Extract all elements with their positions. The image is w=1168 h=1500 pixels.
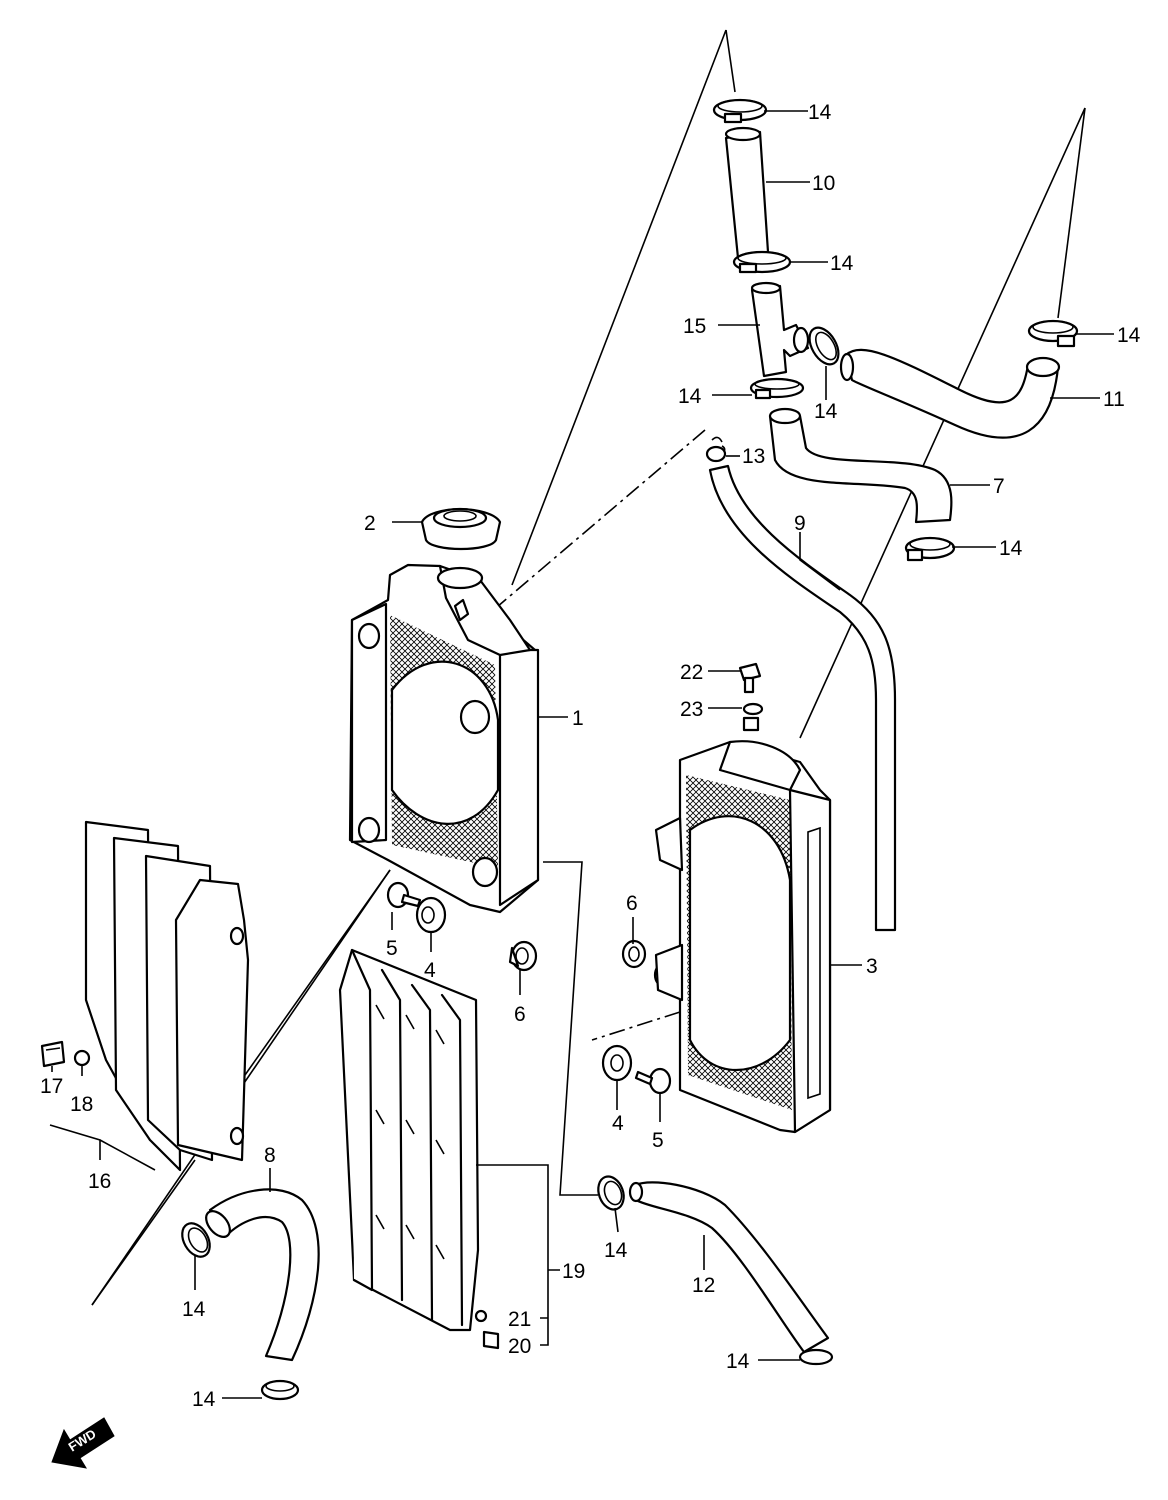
clamp-15-lower [749, 377, 805, 400]
label-14: 14 [182, 1298, 206, 1321]
label-23: 23 [680, 698, 703, 721]
washer-21 [474, 1309, 488, 1323]
label-14: 14 [808, 101, 832, 124]
label-21: 21 [508, 1308, 531, 1331]
part-labels: 14 10 14 15 14 14 14 11 13 7 9 14 2 1 22… [40, 101, 1141, 1411]
collar-6-right [621, 939, 647, 969]
label-14: 14 [1117, 324, 1141, 347]
label-14: 14 [678, 385, 702, 408]
label-8: 8 [264, 1144, 276, 1167]
clamp-12-lower [798, 1348, 834, 1366]
label-12: 12 [692, 1274, 715, 1297]
label-17: 17 [40, 1075, 63, 1098]
clamp-8-upper [181, 1222, 211, 1258]
label-15: 15 [683, 315, 706, 338]
hose-7 [768, 407, 953, 524]
nut-17 [40, 1040, 66, 1068]
forward-direction-arrow: FWD [51, 1417, 115, 1469]
washer-23 [742, 702, 764, 716]
label-18: 18 [70, 1093, 93, 1116]
radiator-cap-2 [420, 507, 502, 551]
hose-10 [724, 126, 770, 260]
t-joint-15 [750, 281, 810, 378]
clamp-8-lower [260, 1379, 300, 1401]
clamp-7 [904, 536, 956, 562]
label-6: 6 [626, 892, 638, 915]
label-19: 19 [562, 1260, 585, 1283]
collar-6-left [508, 940, 538, 972]
label-16: 16 [88, 1170, 111, 1193]
washer-18 [73, 1049, 91, 1067]
clamp-top [712, 98, 768, 124]
clamp-12-upper [597, 1175, 625, 1211]
radiator-left-1 [348, 563, 540, 914]
label-4: 4 [612, 1112, 624, 1135]
label-14: 14 [192, 1388, 216, 1411]
bolt-5-left [386, 881, 422, 909]
label-7: 7 [993, 475, 1005, 498]
bolt-22 [738, 662, 762, 694]
label-14: 14 [999, 537, 1023, 560]
hose-12 [628, 1181, 830, 1354]
hose-9 [708, 464, 897, 932]
label-6: 6 [514, 1003, 526, 1026]
radiator-right-3 [653, 716, 832, 1134]
label-20: 20 [508, 1335, 531, 1358]
nut-20 [482, 1330, 500, 1350]
label-13: 13 [742, 445, 765, 468]
hose-11 [839, 348, 1061, 439]
clamp-11 [1027, 319, 1079, 348]
label-9: 9 [794, 512, 806, 535]
louver-19 [338, 948, 480, 1332]
label-3: 3 [866, 955, 878, 978]
label-1: 1 [572, 707, 584, 730]
leader-lines [49, 110, 1114, 1399]
label-2: 2 [364, 512, 376, 535]
label-5: 5 [386, 937, 398, 960]
label-14: 14 [726, 1350, 750, 1373]
label-5: 5 [652, 1129, 664, 1152]
hose-8 [205, 1188, 320, 1362]
label-14: 14 [830, 252, 854, 275]
bolt-5-right [634, 1067, 672, 1095]
clamp-10-lower [732, 250, 792, 274]
label-4: 4 [424, 959, 436, 982]
label-14: 14 [814, 400, 838, 423]
label-14: 14 [604, 1239, 628, 1262]
label-10: 10 [812, 172, 835, 195]
label-11: 11 [1103, 388, 1125, 411]
label-22: 22 [680, 661, 703, 684]
radiator-cover-16 [84, 820, 250, 1172]
grommet-4-left [415, 896, 447, 934]
clamp-15-side [808, 326, 840, 366]
clip-13 [705, 436, 727, 463]
grommet-4-right [601, 1044, 633, 1082]
